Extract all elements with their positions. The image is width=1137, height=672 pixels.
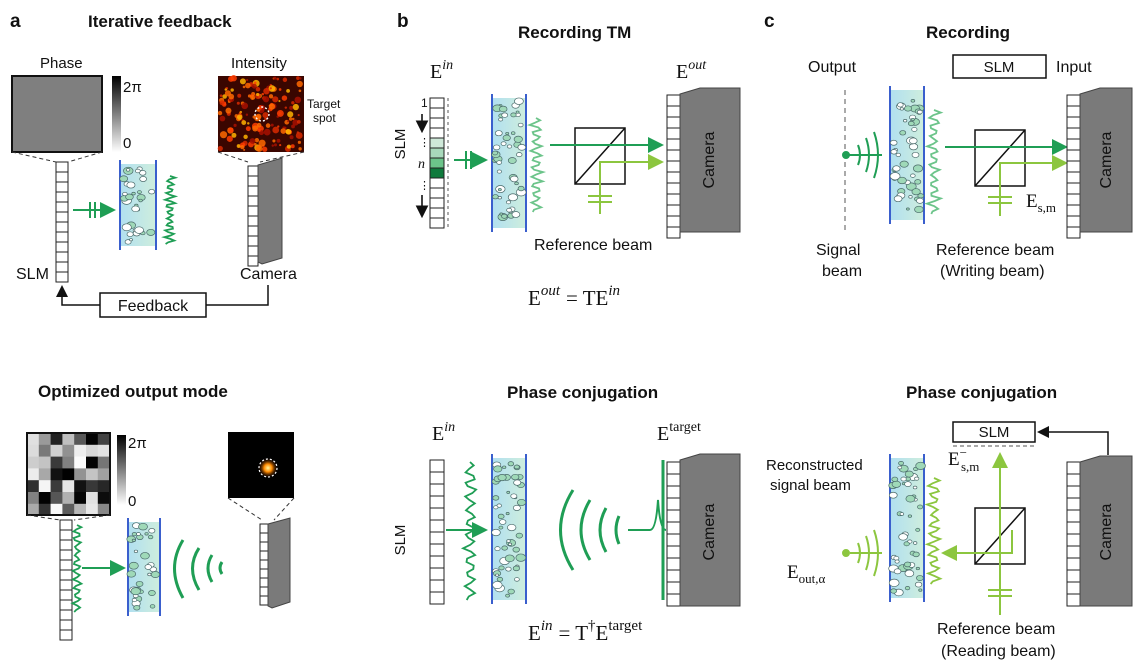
feedback-box: [99, 292, 207, 318]
e-out-alpha-label: Eout,α: [787, 562, 825, 586]
panel-c-title: Recording: [926, 23, 1010, 42]
phase-conjugation-title-c: Phase conjugation: [906, 383, 1057, 402]
scattering-medium: [119, 160, 157, 250]
slm-label-b-bottom: SLM: [392, 525, 409, 556]
camera-b: Camera: [666, 87, 741, 239]
feedback-label: Feedback: [118, 298, 189, 315]
camera-label-b: Camera: [701, 131, 718, 188]
panel-a: a Iterative feedback Phase 2π 0 Intensit…: [10, 11, 341, 641]
camera-a-bottom: [259, 517, 291, 609]
reading-beam-label-2: (Reading beam): [941, 643, 1056, 660]
camera-b-bottom: Camera: [661, 453, 741, 607]
panel-b: b Recording TM Ein Eout SLM 1 n ⋮ ⋮ Refe…: [392, 11, 741, 645]
reading-beam-label-1: Reference beam: [937, 621, 1055, 638]
scattering-medium-c-bottom: [888, 454, 926, 602]
camera-label-b-bottom: Camera: [701, 503, 718, 560]
e-out-label: Eout: [676, 58, 707, 83]
camera-a: [247, 157, 283, 267]
phase-scale-min: 0: [123, 135, 131, 152]
focus-peak: [628, 499, 667, 531]
phase-colorbar: [112, 76, 121, 152]
slm-index-1: 1: [421, 96, 428, 110]
slm-box-c-label: SLM: [984, 59, 1015, 76]
slm-box-c-bottom: [952, 421, 1036, 443]
panel-a-letter: a: [10, 11, 21, 32]
intensity-label: Intensity: [231, 55, 287, 72]
camera-c-bottom: Camera: [1066, 455, 1133, 607]
equation-b-bottom: Ein= T†Etarget: [528, 618, 643, 645]
slm-pixel-column-optimized: [59, 519, 73, 641]
slm-box-c: [952, 54, 1047, 79]
writing-beam-label-2: (Writing beam): [940, 263, 1045, 280]
scattering-medium-b-bottom: [491, 454, 527, 604]
slm-pixel-column: [55, 161, 69, 283]
panel-b-letter: b: [397, 11, 409, 32]
equation-b-top: Eout= TEin: [528, 283, 620, 310]
reconstructed-wavefronts: [842, 529, 882, 577]
svg-text:⋮: ⋮: [419, 137, 430, 149]
scattering-medium-b: [491, 94, 527, 232]
optimized-colorbar: [117, 435, 126, 505]
camera-label: Camera: [240, 266, 297, 283]
phase-label: Phase: [40, 55, 83, 72]
target-spot-label-2: spot: [313, 111, 336, 125]
focusing-wavefronts-b: [559, 489, 621, 571]
e-sm-conj-label: E−s,m: [948, 445, 979, 474]
e-in-label: Ein: [430, 58, 453, 83]
optimized-scale-max: 2π: [128, 435, 147, 452]
panel-b-title: Recording TM: [518, 23, 631, 42]
signal-wavefronts: [842, 131, 882, 179]
slm-pixel-column-b: [429, 97, 445, 229]
optimized-phase-mosaic: [27, 433, 110, 516]
intensity-speckle-image: [217, 75, 304, 152]
reference-beam-label-b: Reference beam: [534, 237, 652, 254]
slm-box-c-bottom-label: SLM: [979, 424, 1010, 441]
optimized-output-title: Optimized output mode: [38, 382, 228, 401]
camera-label-c-bottom: Camera: [1098, 503, 1115, 560]
bottom-e-in-label: Ein: [432, 420, 455, 445]
slm-label-b: SLM: [392, 129, 409, 160]
reconstructed-label-1: Reconstructed: [766, 457, 863, 474]
focusing-wavefronts: [173, 539, 224, 599]
phase-image: [11, 75, 103, 153]
e-sm-label: Es,m: [1026, 191, 1056, 215]
reconstructed-label-2: signal beam: [770, 477, 851, 494]
scattered-wave: [161, 175, 179, 245]
camera-c: Camera: [1066, 87, 1133, 239]
target-spot-marker: [254, 106, 270, 122]
slm-pixel-column-b-bottom: [429, 459, 445, 605]
panel-a-title: Iterative feedback: [88, 12, 232, 31]
bottom-e-target-label: Etarget: [657, 420, 701, 445]
slm-index-n: n: [418, 157, 425, 172]
writing-beam-label-1: Reference beam: [936, 242, 1054, 259]
camera-label-c: Camera: [1098, 131, 1115, 188]
target-spot-label-1: Target: [307, 97, 341, 111]
panel-c-letter: c: [764, 11, 775, 32]
signal-beam-label-2: beam: [822, 263, 862, 280]
phase-scale-max: 2π: [123, 79, 142, 96]
slm-label: SLM: [16, 266, 49, 283]
panel-c: c Recording Output SLM Input Es,m Camera: [764, 11, 1133, 660]
scattering-medium-c: [889, 86, 925, 224]
svg-text:⋮: ⋮: [419, 180, 430, 192]
input-label: Input: [1056, 59, 1092, 76]
signal-beam-label-1: Signal: [816, 242, 860, 259]
output-label: Output: [808, 59, 857, 76]
phase-conjugation-title-b: Phase conjugation: [507, 383, 658, 402]
scattering-medium-optimized: [126, 518, 161, 616]
optimized-scale-min: 0: [128, 493, 136, 510]
